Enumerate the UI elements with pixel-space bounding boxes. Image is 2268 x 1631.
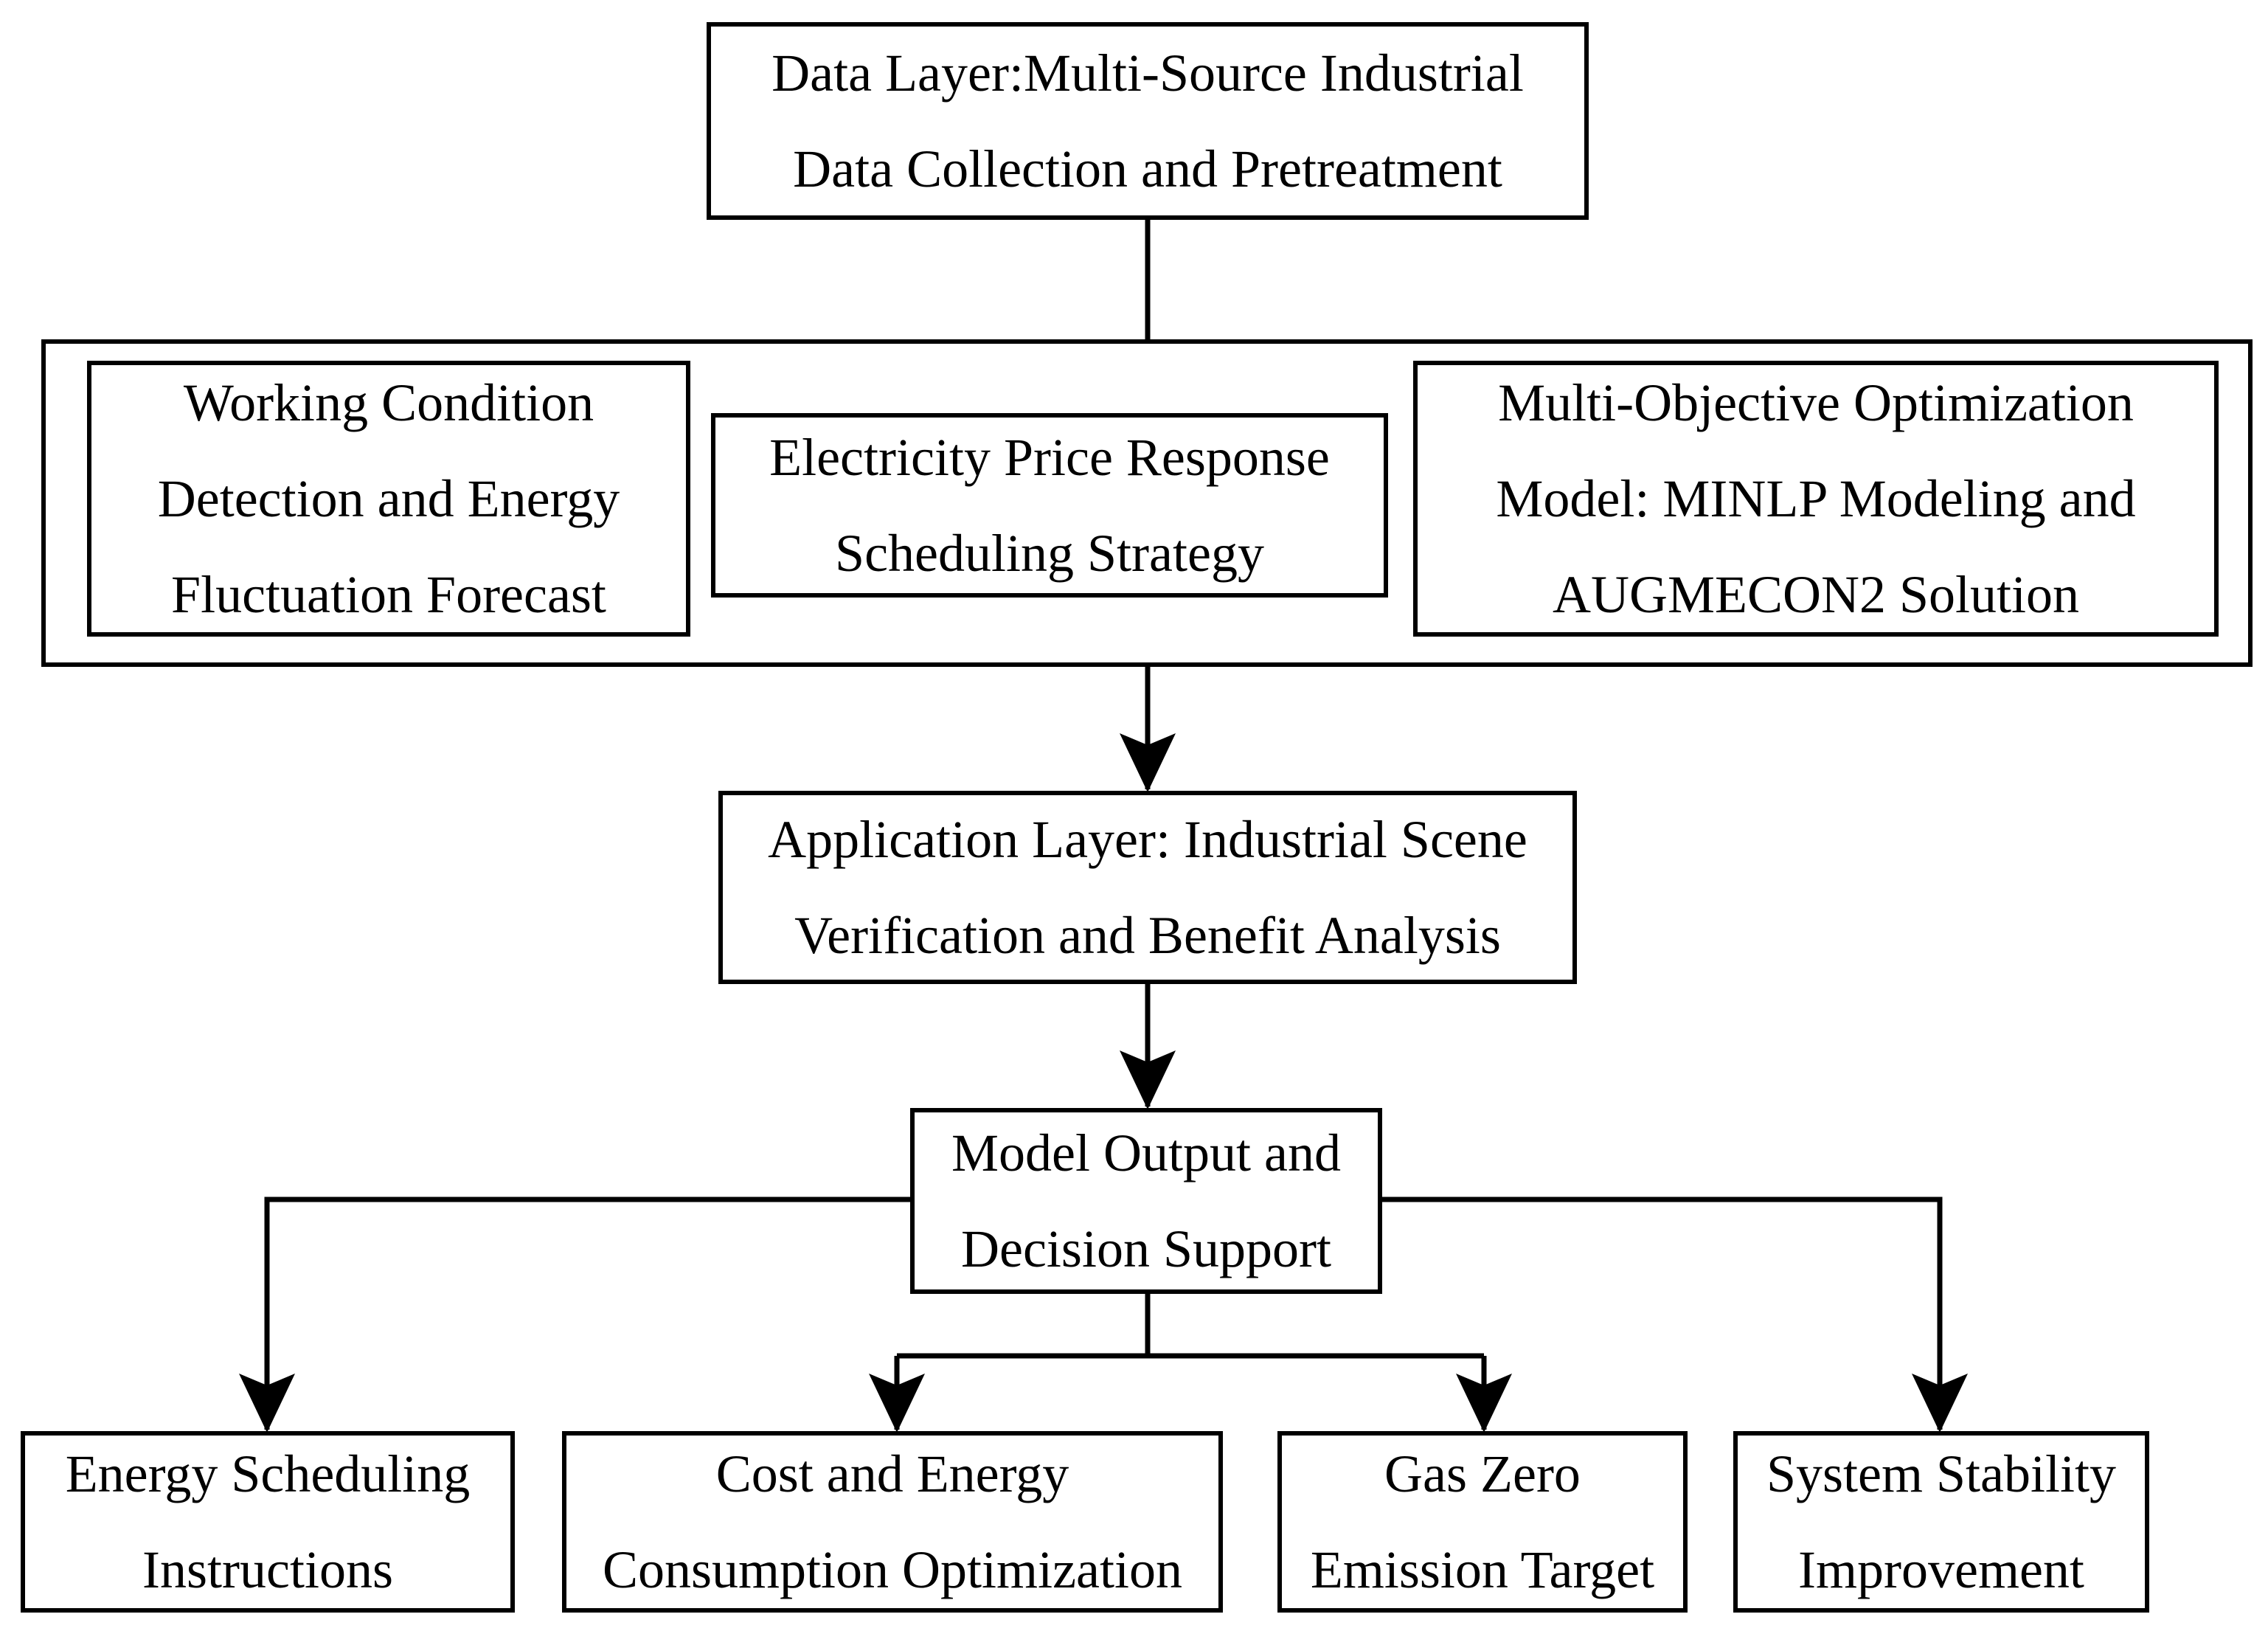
- processing-layer-frame: [41, 339, 2253, 667]
- application-layer-box: Application Layer: Industrial Scene Veri…: [718, 791, 1577, 984]
- working-condition-line-3: Fluctuation Forecast: [171, 565, 606, 624]
- system-stability-line-2: Improvement: [1798, 1540, 2084, 1599]
- model-output-line-2: Decision Support: [961, 1219, 1331, 1278]
- cost-energy-line-2: Consumption Optimization: [603, 1540, 1182, 1599]
- model-output-box: Model Output and Decision Support: [910, 1108, 1382, 1294]
- data-layer-line-1: Data Layer:Multi-Source Industrial: [771, 44, 1524, 103]
- system-stability-box: System Stability Improvement: [1733, 1431, 2149, 1613]
- price-response-line-2: Scheduling Strategy: [835, 524, 1264, 583]
- energy-scheduling-line-1: Energy Scheduling: [65, 1444, 471, 1503]
- system-stability-line-1: System Stability: [1766, 1444, 2117, 1503]
- multi-objective-line-2: Model: MINLP Modeling and: [1496, 469, 2136, 528]
- gas-zero-line-1: Gas Zero: [1384, 1444, 1581, 1503]
- cost-energy-line-1: Cost and Energy: [715, 1444, 1069, 1503]
- arrow-output-to-energy-scheduling: [239, 1197, 912, 1433]
- price-response-line-1: Electricity Price Response: [769, 428, 1330, 487]
- arrow-output-to-system-stability: [1381, 1197, 1968, 1433]
- application-layer-line-1: Application Layer: Industrial Scene: [768, 810, 1527, 869]
- gas-zero-line-2: Emission Target: [1310, 1540, 1655, 1599]
- multi-objective-line-1: Multi-Objective Optimization: [1498, 373, 2134, 432]
- data-layer-line-2: Data Collection and Pretreatment: [793, 139, 1502, 198]
- cost-energy-box: Cost and Energy Consumption Optimization: [562, 1431, 1223, 1613]
- price-response-box: Electricity Price Response Scheduling St…: [711, 413, 1388, 598]
- multi-objective-box: Multi-Objective Optimization Model: MINL…: [1413, 361, 2219, 637]
- working-condition-box: Working Condition Detection and Energy F…: [87, 361, 690, 637]
- data-layer-box: Data Layer:Multi-Source Industrial Data …: [707, 22, 1589, 220]
- energy-scheduling-line-2: Instructions: [142, 1540, 393, 1599]
- model-output-line-1: Model Output and: [951, 1123, 1341, 1182]
- energy-scheduling-box: Energy Scheduling Instructions: [21, 1431, 515, 1613]
- multi-objective-line-3: AUGMECON2 Solution: [1552, 565, 2080, 624]
- working-condition-line-2: Detection and Energy: [157, 469, 620, 528]
- working-condition-line-1: Working Condition: [183, 373, 594, 432]
- gas-zero-box: Gas Zero Emission Target: [1277, 1431, 1688, 1613]
- application-layer-line-2: Verification and Benefit Analysis: [794, 906, 1501, 965]
